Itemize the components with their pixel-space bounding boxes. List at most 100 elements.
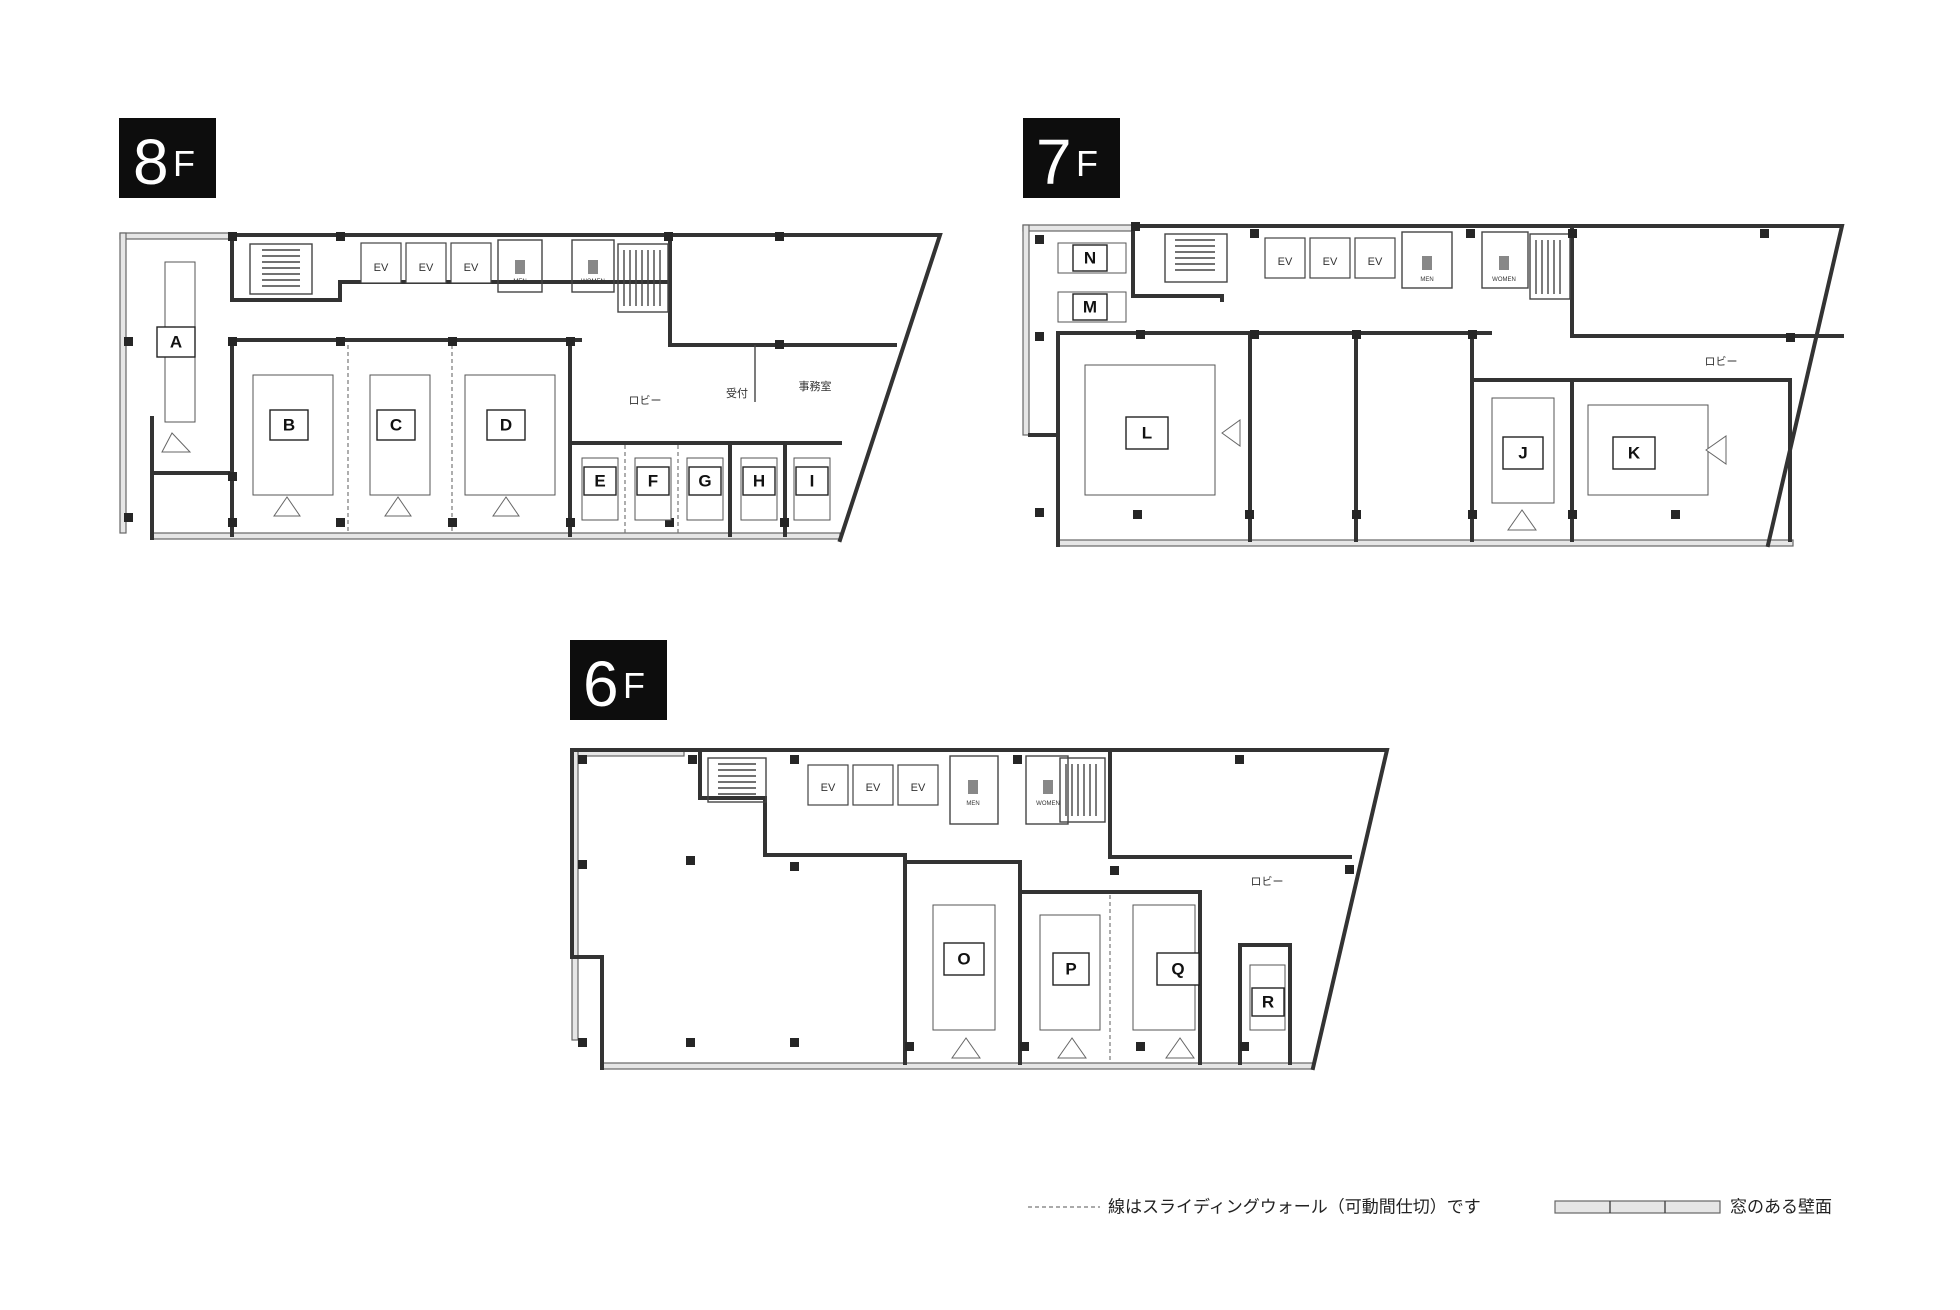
- room-n: N: [1057, 242, 1127, 274]
- men-restroom-icon: [968, 780, 978, 794]
- room-d: D: [464, 374, 556, 517]
- ev-label-8f-1: EV: [374, 262, 389, 274]
- room-e: E: [581, 457, 619, 521]
- wall-7f-east-room: [1570, 224, 1844, 338]
- room-j: J: [1491, 397, 1555, 531]
- room-m: M: [1057, 291, 1127, 323]
- legend-window-wall-text: 窓のある壁面: [1730, 1198, 1832, 1217]
- room-l: L: [1084, 364, 1241, 496]
- restrooms-6f: MEN WOMEN: [949, 755, 1069, 825]
- reception-label-8f: 受付: [726, 387, 748, 400]
- room-a: A: [156, 261, 196, 453]
- room-label-m: M: [1083, 298, 1097, 317]
- wall-6f-o-room: [903, 860, 1022, 1065]
- men-label-6f: MEN: [966, 801, 979, 807]
- projector-screen-icon: [384, 496, 412, 517]
- elevators-8f: EV EV EV: [360, 242, 492, 284]
- men-label-7f: MEN: [1420, 277, 1433, 283]
- floor-6f: 6 F EV EV EV: [570, 640, 1390, 1071]
- men-restroom-icon: [1422, 256, 1432, 270]
- room-i: I: [793, 457, 831, 521]
- room-q: Q: [1132, 904, 1200, 1059]
- window-wall-6f-bottom: [601, 1062, 1315, 1070]
- stairs-6f: [707, 757, 767, 803]
- ev-label-7f-3: EV: [1368, 256, 1383, 268]
- restrooms-8f: MEN WOMEN: [497, 239, 615, 293]
- projector-screen-icon: [1507, 509, 1537, 531]
- room-label-j: J: [1518, 444, 1527, 463]
- projector-screen-icon: [1057, 1037, 1087, 1059]
- wall-6f-core: [698, 748, 907, 1065]
- wall-6f-pq-room: [1018, 890, 1202, 1065]
- room-label-o: O: [957, 950, 970, 969]
- floor-8f: 8 F: [119, 118, 943, 543]
- room-b: B: [252, 374, 334, 517]
- room-label-i: I: [810, 472, 815, 491]
- columns-7f: [1035, 222, 1795, 519]
- ev-label-6f-3: EV: [911, 782, 926, 794]
- room-label-c: C: [390, 416, 402, 435]
- stairs-7f: [1164, 233, 1228, 283]
- ev-label-7f-2: EV: [1323, 256, 1338, 268]
- room-label-n: N: [1084, 249, 1096, 268]
- women-label-8f: WOMEN: [581, 279, 605, 285]
- projector-screen-icon: [1705, 435, 1727, 465]
- room-label-a: A: [170, 333, 182, 352]
- room-f: F: [634, 457, 672, 521]
- window-wall-7f-bottom: [1057, 539, 1794, 547]
- office-label-8f: 事務室: [799, 379, 832, 393]
- room-label-g: G: [698, 472, 711, 491]
- floor-suffix-7: F: [1076, 143, 1098, 184]
- room-o: O: [932, 904, 996, 1059]
- window-wall-8f-top-left: [119, 232, 233, 240]
- wall-6f-left: [570, 748, 604, 1070]
- wall-8f-outer: [230, 233, 943, 543]
- women-label-7f: WOMEN: [1492, 277, 1516, 283]
- wall-7f-jk-top: [1470, 378, 1792, 542]
- lobby-label-6f: ロビー: [1251, 875, 1284, 888]
- room-h: H: [740, 457, 778, 521]
- men-label-8f: MEN: [513, 279, 526, 285]
- room-label-e: E: [594, 472, 605, 491]
- elevators-6f: EV EV EV: [807, 764, 939, 806]
- room-label-l: L: [1142, 424, 1152, 443]
- stairs-6f-east: [1059, 757, 1106, 823]
- elevators-7f: EV EV EV: [1264, 237, 1396, 279]
- ev-label-7f-1: EV: [1278, 256, 1293, 268]
- ev-label-6f-1: EV: [821, 782, 836, 794]
- columns-6f: [578, 755, 1354, 1051]
- wall-8f-office: [668, 238, 897, 347]
- ev-label-6f-2: EV: [866, 782, 881, 794]
- room-label-d: D: [500, 416, 512, 435]
- room-p: P: [1039, 914, 1101, 1059]
- wall-6f-outer: [570, 748, 1390, 1071]
- window-wall-8f-left: [119, 232, 127, 534]
- projector-screen-icon: [1165, 1037, 1195, 1059]
- wall-7f-outer: [1131, 224, 1845, 548]
- window-wall-8f-bottom: [151, 532, 841, 540]
- floor-suffix-6: F: [623, 665, 645, 706]
- room-g: G: [686, 457, 724, 521]
- legend-window-wall-sample: [1554, 1200, 1721, 1214]
- wall-8f-core: [230, 233, 672, 302]
- floor-badge-8f: 8 F: [119, 118, 216, 198]
- floor-7f: 7 F EV EV EV: [1022, 118, 1845, 548]
- ev-label-8f-3: EV: [464, 262, 479, 274]
- window-wall-7f-left: [1022, 224, 1030, 436]
- projector-screen-icon: [492, 496, 520, 517]
- room-k: K: [1587, 404, 1727, 496]
- stairs-8f: [249, 243, 313, 295]
- floor-number-7: 7: [1036, 126, 1072, 198]
- room-label-p: P: [1065, 960, 1076, 979]
- window-wall-7f-top-left: [1022, 224, 1134, 232]
- women-restroom-icon: [1043, 780, 1053, 794]
- floor-number-6: 6: [583, 648, 619, 720]
- room-label-k: K: [1628, 444, 1641, 463]
- projector-screen-icon: [1221, 419, 1241, 447]
- columns-8f: [124, 232, 789, 527]
- floor-number-8: 8: [133, 126, 169, 198]
- room-c: C: [369, 374, 431, 517]
- wall-7f-core: [1131, 224, 1224, 302]
- room-label-b: B: [283, 416, 295, 435]
